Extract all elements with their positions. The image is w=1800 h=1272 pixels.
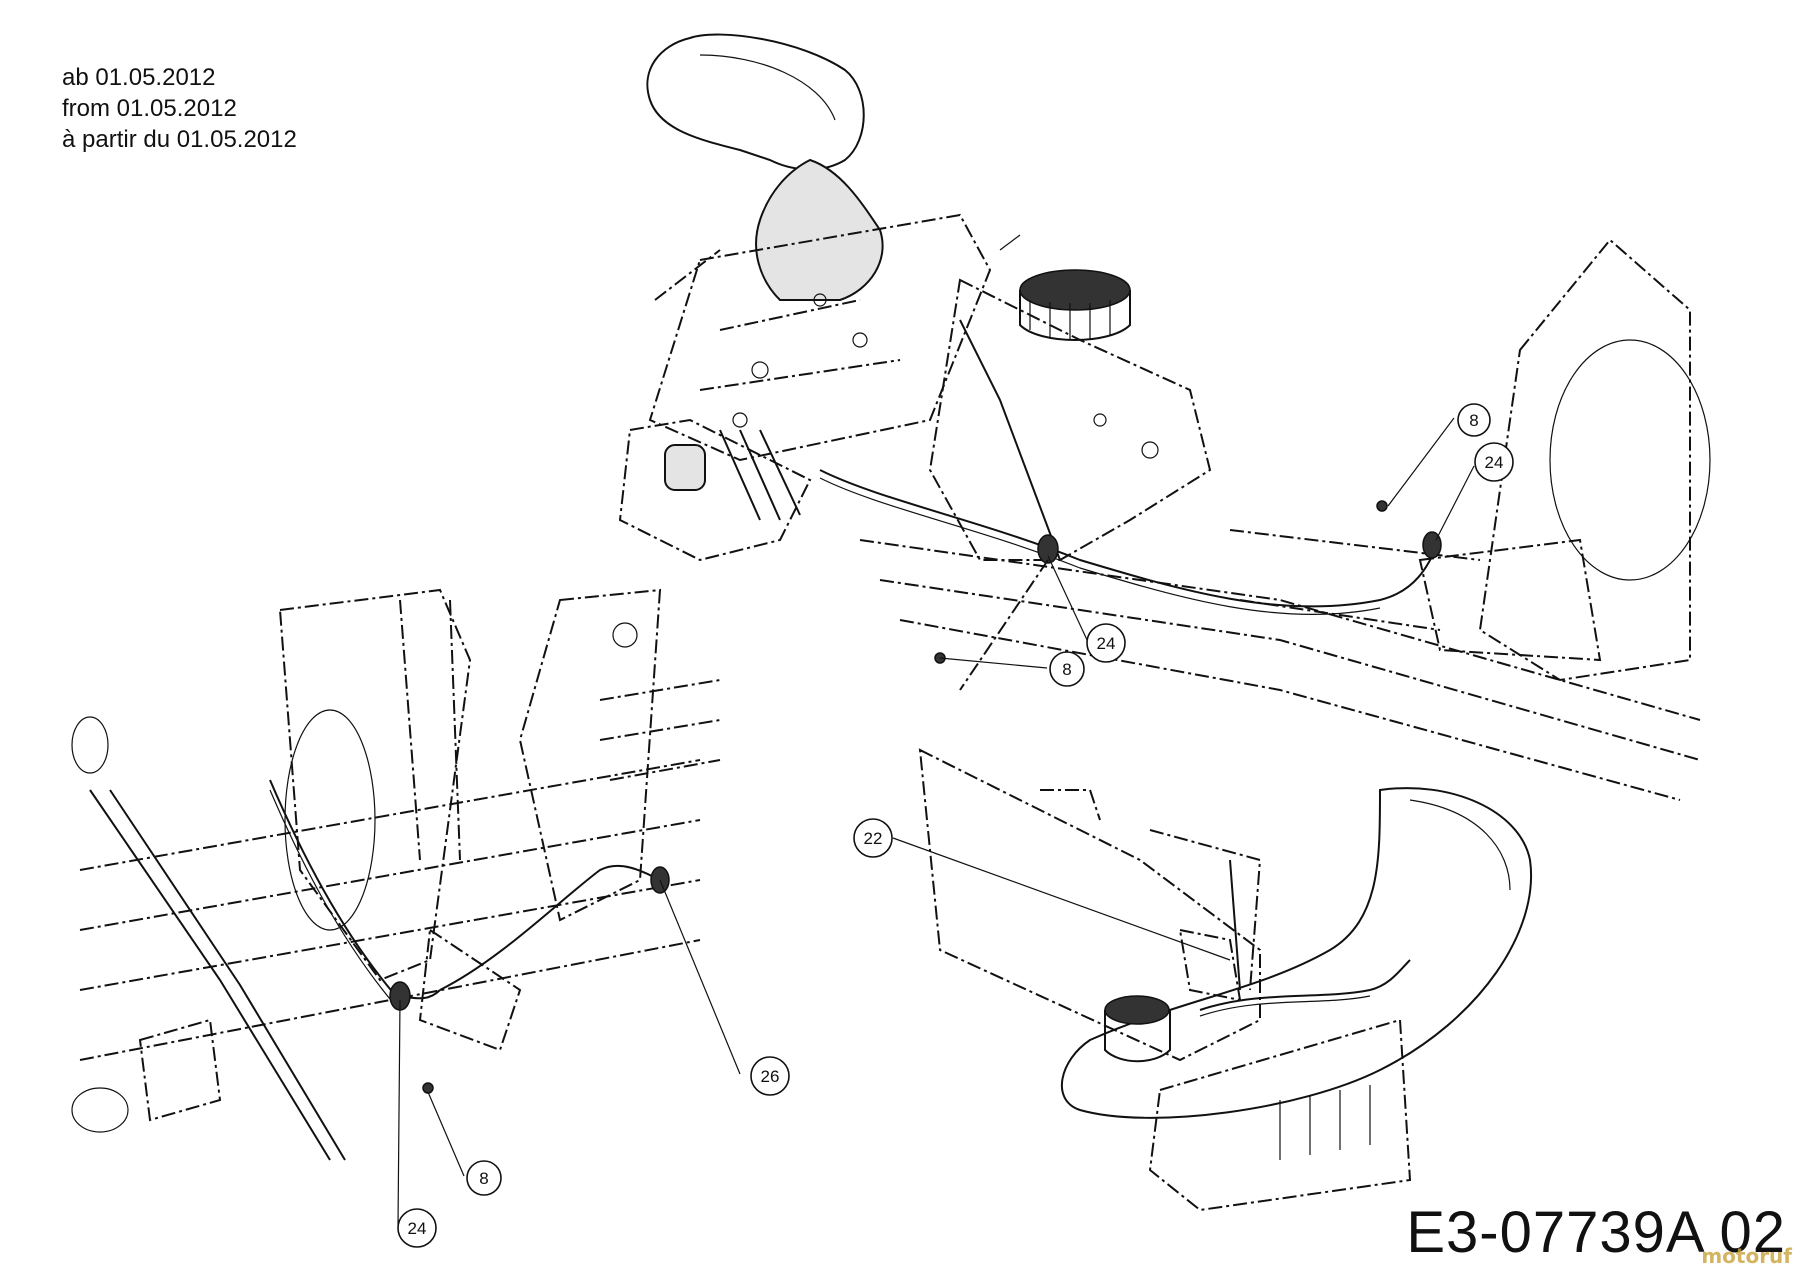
left-assembly-view [71, 588, 721, 1161]
callout-right-22: 22 [853, 818, 893, 858]
callout-left-24-label: 24 [408, 1219, 427, 1238]
callout-top-8b: 8 [1049, 651, 1085, 687]
top-assembly-view [618, 33, 1711, 801]
callout-top-24a-label: 24 [1485, 453, 1504, 472]
validity-date-en: from 01.05.2012 [62, 95, 237, 122]
callout-left-26-label: 26 [761, 1067, 780, 1086]
callout-top-24b-label: 24 [1097, 634, 1116, 653]
diagram-code: E3-07739A 02 [1406, 1200, 1786, 1265]
callout-top-8a-label: 8 [1469, 411, 1478, 430]
validity-date-fr: à partir du 01.05.2012 [62, 126, 297, 153]
callout-top-8a: 8 [1457, 403, 1491, 437]
callout-right-22-label: 22 [864, 829, 883, 848]
right-assembly-view [918, 748, 1533, 1212]
callout-leaders [397, 417, 1475, 1227]
callout-left-26: 26 [750, 1056, 790, 1096]
callout-left-8-label: 8 [479, 1169, 488, 1188]
callout-left-24: 24 [397, 1208, 437, 1248]
watermark-logo: motoruf [1701, 1244, 1792, 1268]
callout-top-24b: 24 [1086, 623, 1126, 663]
callout-top-24a: 24 [1474, 442, 1514, 482]
validity-date-de: ab 01.05.2012 [62, 64, 216, 91]
callout-top-8b-label: 8 [1062, 660, 1071, 679]
callout-left-8: 8 [466, 1160, 502, 1196]
